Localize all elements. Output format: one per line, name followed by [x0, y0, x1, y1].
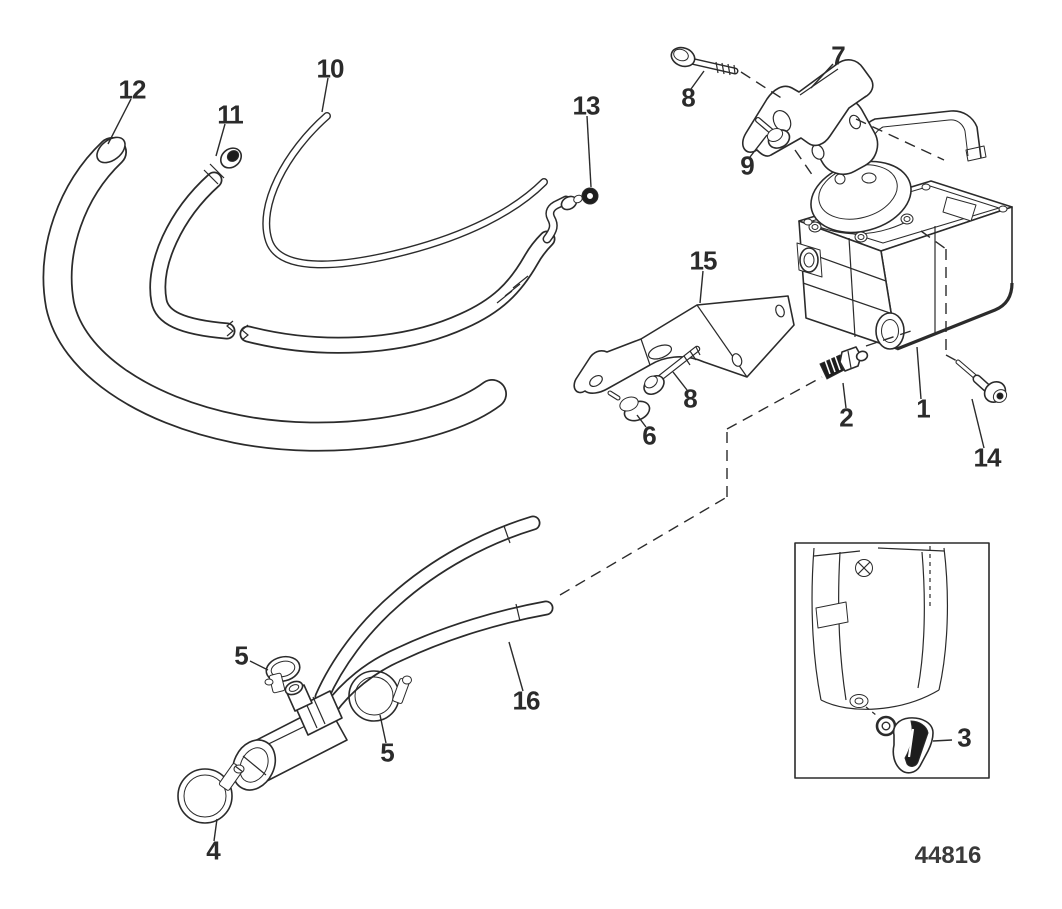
callout-9: 9 — [740, 150, 755, 181]
lower-hose-assembly-drawing — [177, 515, 554, 824]
callout-10: 10 — [316, 53, 345, 84]
hose-11-13-drawing — [149, 147, 599, 354]
bolt-8-upper-drawing — [670, 46, 739, 76]
fitting-2-drawing — [819, 346, 869, 380]
callout-11: 11 — [217, 99, 243, 130]
callout-6: 6 — [642, 420, 657, 451]
callout-13: 13 — [572, 90, 601, 121]
callout-7: 7 — [831, 40, 846, 71]
lower-bracket-drawing — [573, 295, 795, 422]
screw-6-drawing — [607, 390, 651, 422]
hose-12-drawing — [42, 136, 507, 452]
drawing-number: 44816 — [914, 842, 982, 869]
alignment-dashed-lines — [559, 71, 958, 596]
callout-1: 1 — [916, 393, 931, 424]
drain-plug-3-drawing — [892, 717, 934, 774]
upper-bracket-drawing — [670, 46, 879, 176]
callout-4: 4 — [206, 835, 221, 866]
callout-14: 14 — [973, 442, 1002, 473]
callout-8-upper: 8 — [681, 82, 696, 113]
clamp-4-large-drawing — [177, 763, 245, 824]
bolt-14-drawing — [955, 359, 1008, 403]
clamp-5-small-drawing — [264, 655, 301, 694]
callout-2: 2 — [839, 402, 854, 433]
connector-11-drawing — [203, 147, 243, 185]
callout-12: 12 — [118, 74, 147, 105]
leader-lines — [107, 63, 985, 842]
bolt-9-drawing — [755, 117, 791, 149]
clamp-5-medium-drawing — [348, 670, 412, 722]
inset-detail-box — [794, 542, 990, 779]
o-ring-3-drawing — [875, 715, 897, 737]
bolt-8-lower-drawing — [643, 345, 701, 396]
callout-5-left: 5 — [234, 640, 249, 671]
callout-3: 3 — [957, 722, 972, 753]
o-ring-13-drawing — [581, 187, 599, 205]
callout-8-lower: 8 — [683, 383, 698, 414]
hose-10-drawing — [262, 112, 548, 269]
callout-16: 16 — [512, 685, 541, 716]
callout-15: 15 — [689, 245, 718, 276]
callout-5-right: 5 — [380, 737, 395, 768]
